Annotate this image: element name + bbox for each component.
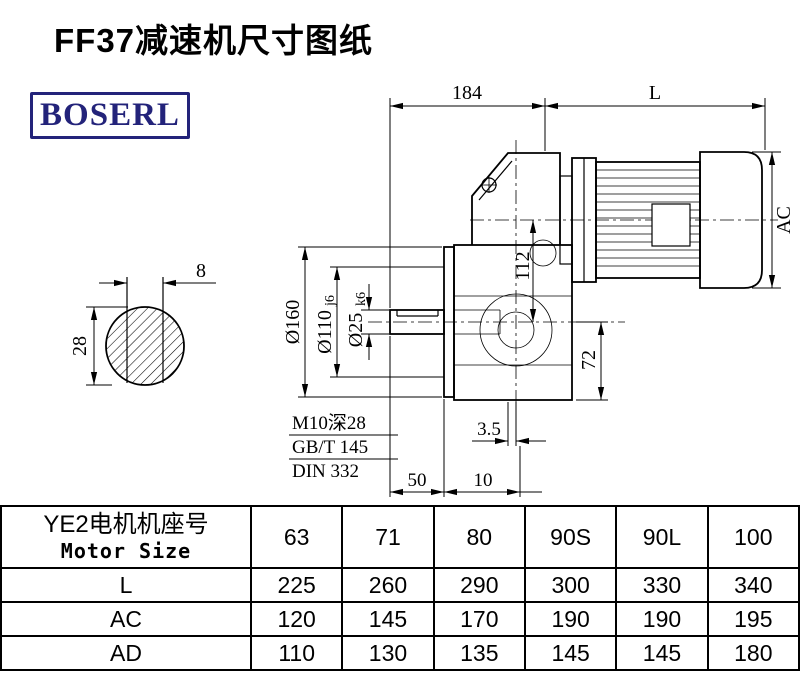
dim-value: 120 [249, 601, 344, 637]
dim-10: 10 [474, 470, 493, 491]
brand-logo: BOSERL [30, 92, 190, 139]
dim-row-label: AC [0, 601, 252, 637]
table-row-L: L 225 260 290 300 330 340 [0, 567, 800, 603]
table-row-AD: AD 110 130 135 145 145 180 [0, 635, 800, 671]
note-gb-standard: GB/T 145 [292, 437, 368, 458]
motor-size-label-en: Motor Size [60, 539, 192, 564]
motor-size-column: 90S [523, 505, 618, 569]
dim-flange-diameter-160: Ø160 [282, 300, 304, 344]
motor-size-column: 71 [341, 505, 435, 569]
dim-value: 145 [341, 601, 435, 637]
dim-184: 184 [452, 82, 482, 104]
technical-drawing: 8 28 [69, 82, 795, 497]
note-din-standard: DIN 332 [292, 461, 359, 482]
dim-value: 340 [706, 567, 800, 603]
motor-size-column: 90L [615, 505, 709, 569]
dim-value: 260 [341, 567, 435, 603]
table-row-AC: AC 120 145 170 190 190 195 [0, 601, 800, 637]
dim-value: 190 [615, 601, 709, 637]
motor-size-column: 80 [432, 505, 526, 569]
motor-nameplate [651, 203, 691, 247]
table-header-row: YE2电机机座号 Motor Size 63 71 80 90S 90L 100 [0, 505, 800, 569]
fan-cowl [699, 151, 763, 289]
motor-size-column: 63 [249, 505, 344, 569]
dim-value: 300 [523, 567, 618, 603]
dim-value: 170 [432, 601, 526, 637]
dim-value: 110 [249, 635, 344, 671]
dim-112: 112 [512, 251, 534, 280]
page-title: FF37减速机尺寸图纸 [54, 22, 374, 59]
dim-value: 130 [341, 635, 435, 671]
dim-72: 72 [578, 350, 600, 370]
dim-50: 50 [408, 470, 427, 491]
dim-AC: AC [773, 206, 795, 234]
dim-motor-length-L: L [649, 82, 661, 104]
dim-value: 145 [615, 635, 709, 671]
dim-shaft-diameter-25: Ø25 [345, 313, 367, 347]
dim-value: 330 [615, 567, 709, 603]
dim-pilot-diameter-110: Ø110 [314, 310, 336, 354]
shaft-cross-section: 8 28 [69, 260, 216, 386]
dim-shaft-tolerance-k6: k6 [354, 292, 369, 306]
note-tapped-hole: M10深28 [292, 412, 366, 434]
dim-key-height: 28 [69, 336, 91, 356]
dim-row-label: L [0, 567, 252, 603]
gear-unit-side-view [368, 140, 778, 418]
dim-value: 145 [523, 635, 618, 671]
dim-value: 180 [706, 635, 800, 671]
dim-value: 195 [706, 601, 800, 637]
dim-3-5: 3.5 [477, 419, 501, 440]
dim-value: 290 [432, 567, 526, 603]
gear-outline [479, 293, 553, 367]
dim-key-width: 8 [196, 260, 206, 282]
gearbox-housing [453, 244, 573, 401]
motor-size-label-cn: YE2电机机座号 [43, 510, 209, 538]
motor-size-header-cell: YE2电机机座号 Motor Size [0, 505, 252, 569]
dim-row-label: AD [0, 635, 252, 671]
dim-value: 190 [523, 601, 618, 637]
motor-size-column: 100 [706, 505, 800, 569]
dimension-table: YE2电机机座号 Motor Size 63 71 80 90S 90L 100… [0, 505, 800, 671]
dimensions: 184 L AC Ø160 Ø110 j6 Ø25 k6 [282, 82, 795, 497]
dim-value: 225 [249, 567, 344, 603]
dim-value: 135 [432, 635, 526, 671]
dim-pilot-tolerance-j6: j6 [323, 295, 338, 307]
